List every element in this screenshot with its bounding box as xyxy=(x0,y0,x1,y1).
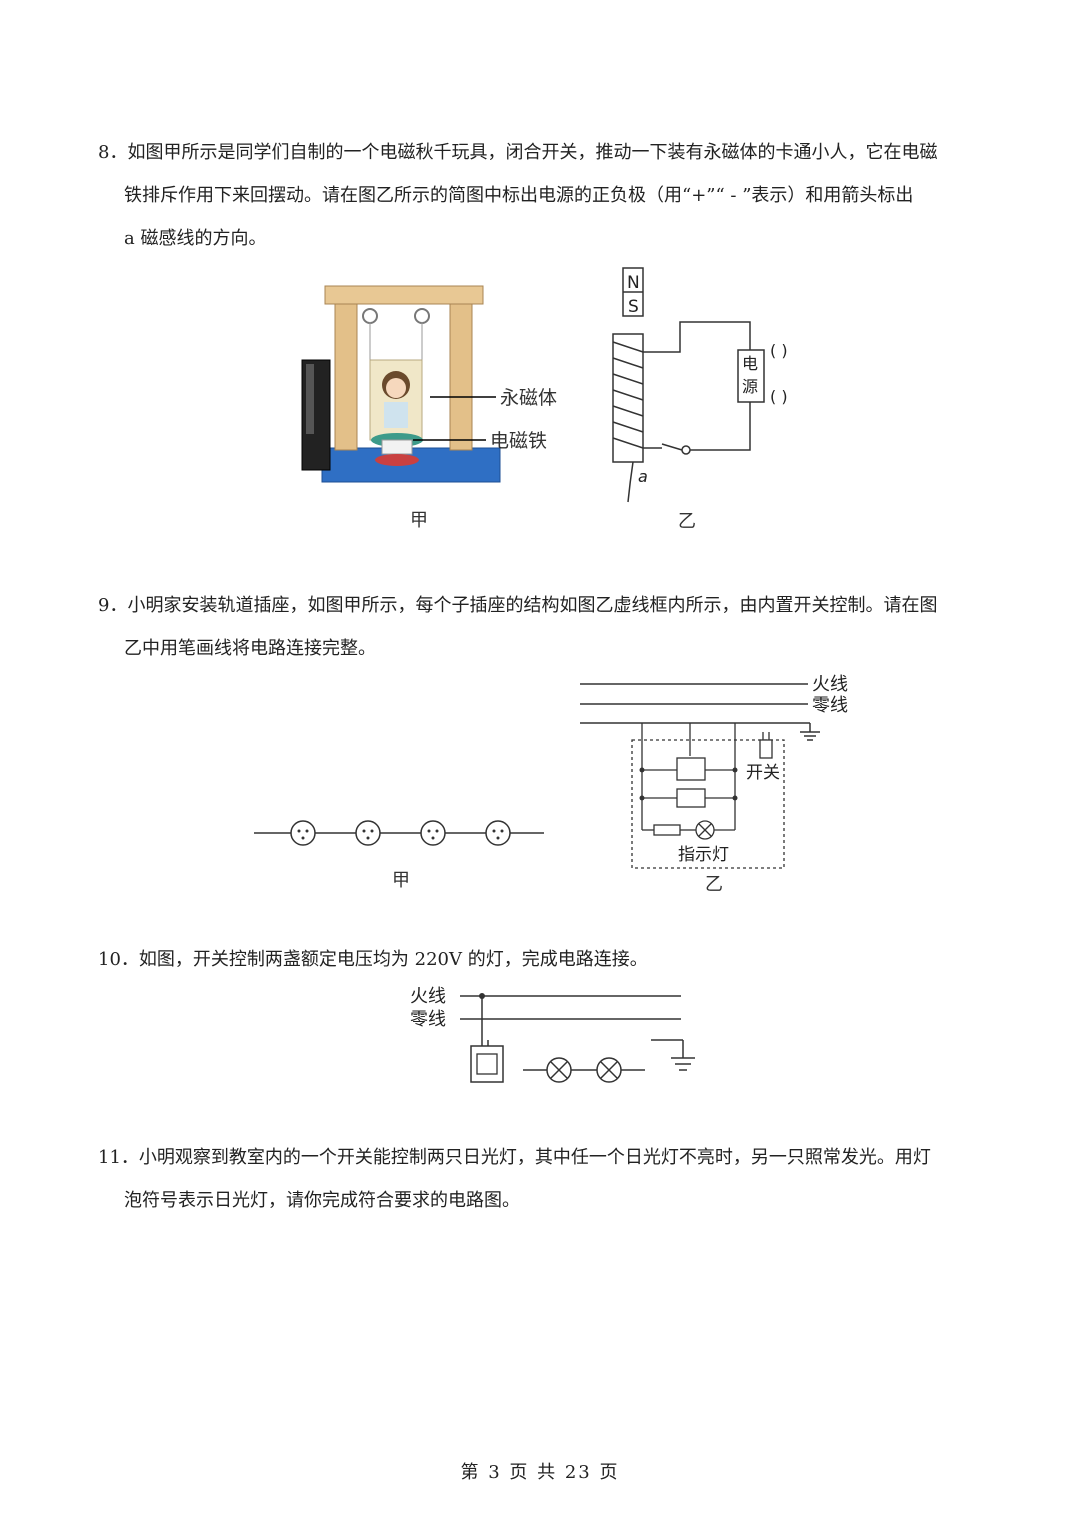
caption-jia: 甲 xyxy=(410,510,428,531)
three-pin-socket xyxy=(676,757,706,781)
label-live-wire-q10: 火线 xyxy=(410,986,446,1007)
question-11: 11．小明观察到教室内的一个开关能控制两只日光灯，其中任一个日光灯不亮时，另一只… xyxy=(98,1136,998,1222)
q8-line2: 铁排斥作用下来回摆动。请在图乙所示的简图中标出电源的正负极（用“+”“ - ”表… xyxy=(124,185,914,206)
resistor xyxy=(653,824,681,836)
q8-line1: 8．如图甲所示是同学们自制的一个电磁秋千玩具，闭合开关，推动一下装有永磁体的卡通… xyxy=(98,142,938,163)
switch-contact xyxy=(681,445,691,455)
swing-post-left xyxy=(334,299,358,451)
q8-line3: a 磁感线的方向。 xyxy=(124,228,267,249)
field-line-a xyxy=(627,461,634,503)
q9-line2: 乙中用笔画线将电路连接完整。 xyxy=(124,638,376,659)
q9-line1: 9．小明家安装轨道插座，如图甲所示，每个子插座的结构如图乙虚线框内所示，由内置开… xyxy=(98,595,938,616)
power-bracket-1: ( ) xyxy=(770,341,788,360)
switch-symbol xyxy=(759,739,773,759)
q11-line1: 11．小明观察到教室内的一个开关能控制两只日光灯，其中任一个日光灯不亮时，另一只… xyxy=(98,1147,931,1168)
caption-q9-yi: 乙 xyxy=(705,874,723,895)
q8-figure-yi: N S 电 源 ( ) ( ) a 乙 xyxy=(612,267,788,532)
swing-top-beam xyxy=(324,285,484,305)
label-neutral-wire-q10: 零线 xyxy=(410,1009,446,1030)
label-indicator: 指示灯 xyxy=(678,845,729,865)
question-10: 10．如图，开关控制两盏额定电压均为 220V 的灯，完成电路连接。 xyxy=(98,938,998,981)
ground-symbol xyxy=(651,1039,695,1071)
sub-socket-box xyxy=(631,739,785,869)
magnet-s: S xyxy=(628,297,639,317)
magnet-n: N xyxy=(627,273,640,293)
swing-post-right xyxy=(449,299,473,451)
question-9: 9．小明家安装轨道插座，如图甲所示，每个子插座的结构如图乙虚线框内所示，由内置开… xyxy=(98,584,998,670)
q10-figure: 火线 零线 xyxy=(410,986,695,1083)
two-pin-socket xyxy=(676,788,706,808)
sub-socket xyxy=(290,820,511,846)
label-neutral-wire: 零线 xyxy=(812,695,848,716)
caption-yi: 乙 xyxy=(678,511,696,532)
page-footer: 第 3 页 共 23 页 xyxy=(460,1462,620,1483)
q11-line2: 泡符号表示日光灯，请你完成符合要求的电路图。 xyxy=(124,1190,520,1211)
power-bracket-2: ( ) xyxy=(770,387,788,406)
label-a: a xyxy=(638,467,648,486)
label-electromagnet: 电磁铁 xyxy=(490,430,547,452)
q10-line1: 10．如图，开关控制两盏额定电压均为 220V 的灯，完成电路连接。 xyxy=(98,949,648,970)
q9-figure-jia: 甲 xyxy=(254,820,544,891)
label-switch: 开关 xyxy=(746,763,780,783)
caption-q9-jia: 甲 xyxy=(392,870,410,891)
q8-figure-jia: 永磁体 电磁铁 甲 xyxy=(301,285,557,531)
electromagnet-coil xyxy=(381,439,413,455)
power-source xyxy=(737,349,765,403)
label-live-wire: 火线 xyxy=(812,674,848,695)
question-8: 8．如图甲所示是同学们自制的一个电磁秋千玩具，闭合开关，推动一下装有永磁体的卡通… xyxy=(98,131,998,260)
label-permanent-magnet: 永磁体 xyxy=(500,387,557,409)
power-char-1: 电 xyxy=(742,354,758,373)
q9-figure-yi: 火线 零线 开关 指示灯 乙 xyxy=(580,674,848,895)
power-char-2: 源 xyxy=(742,377,758,396)
